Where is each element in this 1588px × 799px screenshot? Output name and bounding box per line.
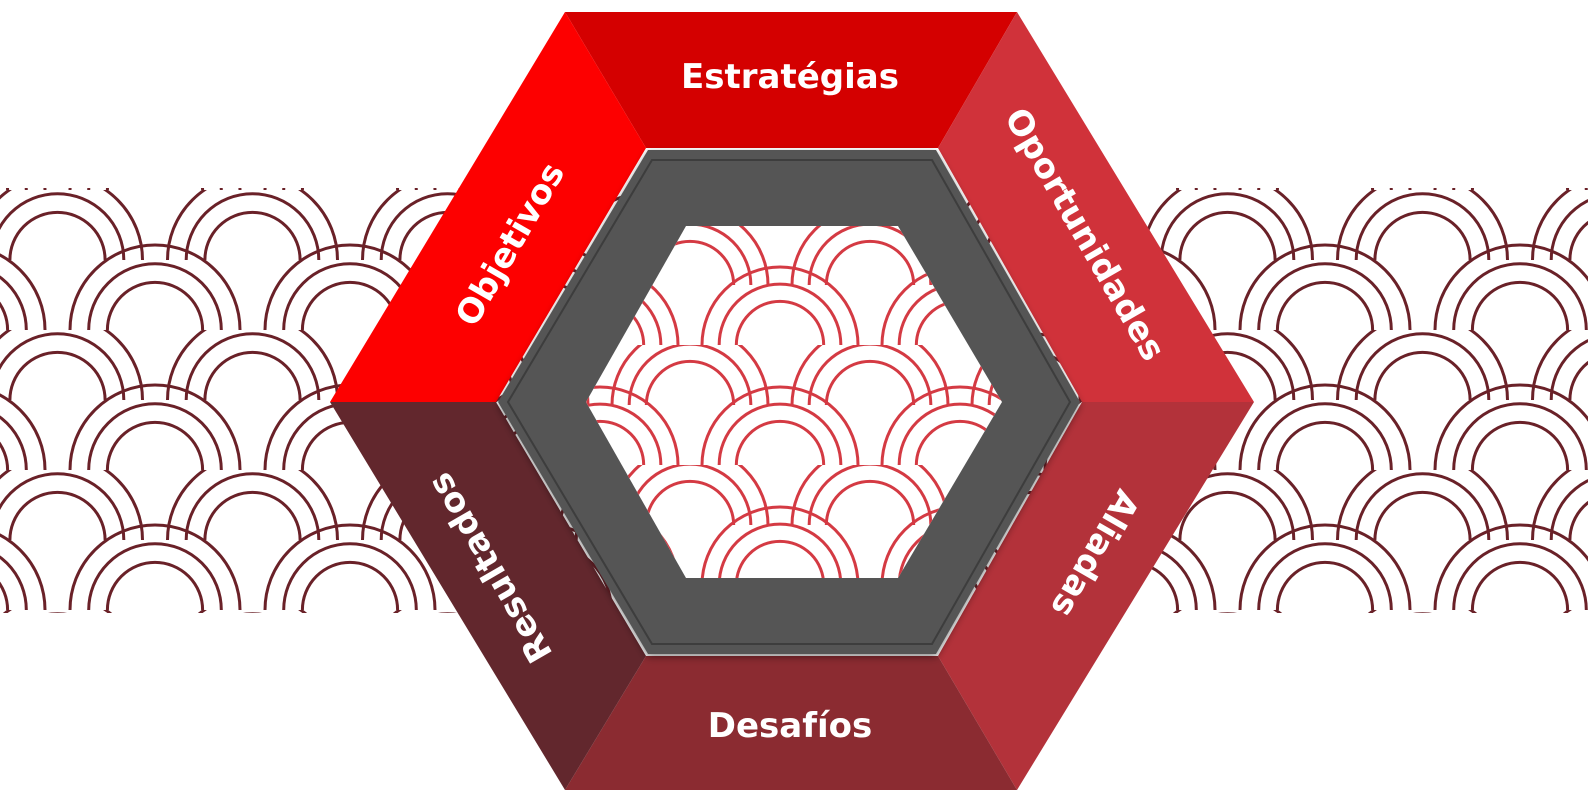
center-pattern [586,226,1002,578]
label-estrategias: Estratégias [681,57,899,97]
segment-resultados [330,402,646,790]
inner-ring-edge [506,159,1072,645]
segment-desafios [565,656,1017,790]
segment-estrategias [565,12,1017,148]
segment-aliadas [938,402,1254,790]
segment-objetivos [330,12,646,402]
segment-oportunidades [938,12,1254,402]
segment-group [330,12,1254,790]
label-desafios: Desafíos [708,706,873,746]
